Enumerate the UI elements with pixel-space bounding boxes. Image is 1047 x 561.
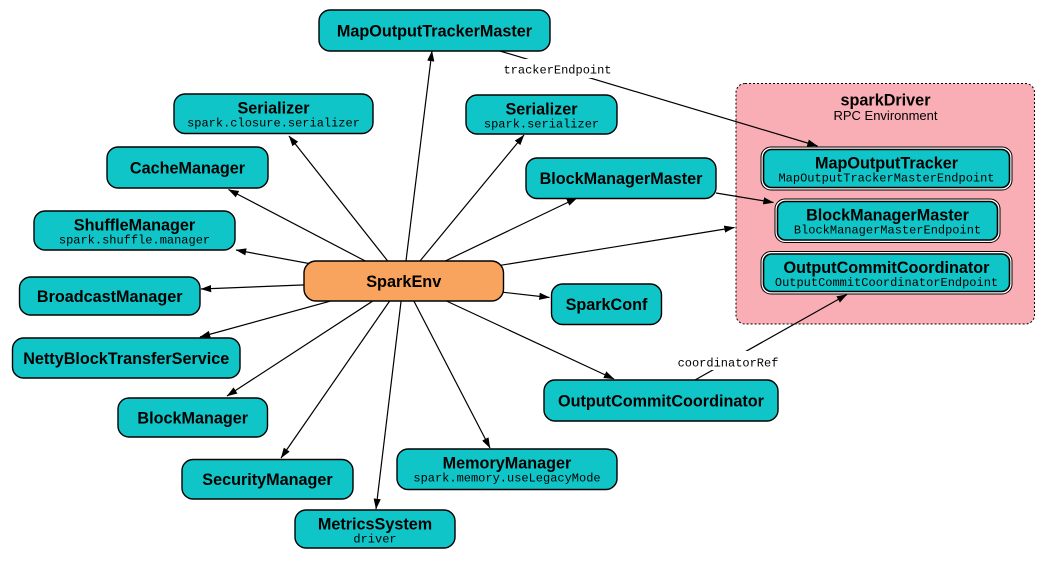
svg-text:OutputCommitCoordinatorEndpoin: OutputCommitCoordinatorEndpoint [775, 276, 998, 290]
svg-text:coordinatorRef: coordinatorRef [678, 357, 779, 371]
svg-text:RPC Environment: RPC Environment [833, 108, 937, 123]
svg-text:spark.serializer: spark.serializer [484, 118, 599, 132]
svg-text:MapOutputTracker: MapOutputTracker [815, 155, 959, 173]
svg-text:trackerEndpoint: trackerEndpoint [503, 64, 611, 78]
svg-text:BroadcastManager: BroadcastManager [37, 288, 183, 306]
svg-text:BlockManagerMasterEndpoint: BlockManagerMasterEndpoint [794, 224, 981, 238]
svg-text:SparkEnv: SparkEnv [366, 273, 441, 291]
svg-text:Serializer: Serializer [238, 100, 311, 118]
svg-text:SecurityManager: SecurityManager [202, 471, 333, 489]
svg-text:spark.closure.serializer: spark.closure.serializer [187, 117, 360, 131]
svg-text:sparkDriver: sparkDriver [841, 92, 932, 110]
svg-text:spark.memory.useLegacyMode: spark.memory.useLegacyMode [413, 472, 600, 486]
svg-text:BlockManagerMaster: BlockManagerMaster [806, 207, 970, 225]
svg-text:ShuffleManager: ShuffleManager [74, 217, 196, 235]
svg-text:spark.shuffle.manager: spark.shuffle.manager [59, 234, 210, 248]
svg-text:MapOutputTrackerMasterEndpoint: MapOutputTrackerMasterEndpoint [778, 172, 994, 186]
svg-text:CacheManager: CacheManager [130, 159, 246, 177]
svg-text:MapOutputTrackerMaster: MapOutputTrackerMaster [337, 22, 533, 40]
svg-text:BlockManagerMaster: BlockManagerMaster [540, 170, 704, 188]
svg-text:BlockManager: BlockManager [137, 409, 248, 427]
svg-text:SparkConf: SparkConf [566, 296, 648, 314]
svg-text:MemoryManager: MemoryManager [443, 455, 572, 473]
svg-text:driver: driver [353, 533, 396, 547]
svg-text:Serializer: Serializer [506, 101, 579, 119]
svg-text:NettyBlockTransferService: NettyBlockTransferService [23, 350, 229, 368]
svg-text:OutputCommitCoordinator: OutputCommitCoordinator [558, 392, 765, 410]
svg-text:OutputCommitCoordinator: OutputCommitCoordinator [784, 259, 991, 277]
svg-text:MetricsSystem: MetricsSystem [318, 516, 432, 534]
